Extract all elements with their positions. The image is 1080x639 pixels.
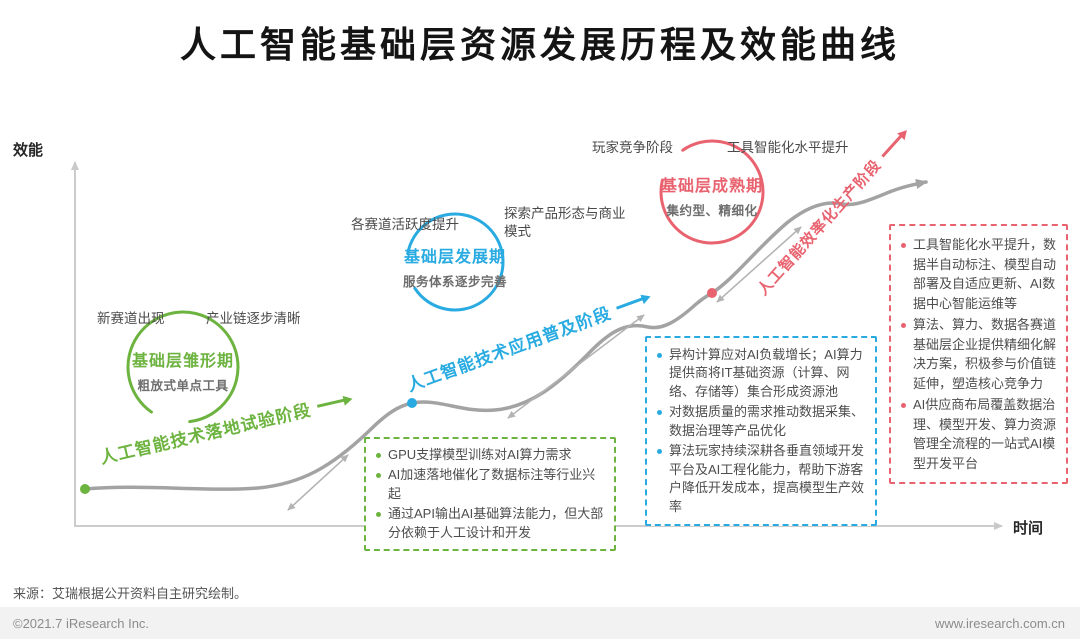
stage3-circle-subtitle: 集约型、精细化 [666,204,758,218]
bullet-item: 通过API输出AI基础算法能力，但大部分依赖于人工设计和开发 [376,505,604,542]
bullet-item: 算法玩家持续深耕各垂直领域开发平台及AI工程化能力，帮助下游客户降低开发成本，提… [657,442,865,516]
stage2-circle-title: 基础层发展期 [403,249,506,266]
bullet-dot-icon [657,353,662,358]
bullet-item: AI加速落地催化了数据标注等行业兴起 [376,466,604,503]
bullet-item: 对数据质量的需求推动数据采集、数据治理等产品优化 [657,403,865,440]
stage1-note-box: GPU支撑模型训练对AI算力需求 AI加速落地催化了数据标注等行业兴起 通过AP… [364,437,616,552]
bullet-dot-icon [657,449,662,455]
bullet-item: AI供应商布局覆盖数据治理、模型开发、算力资源管理全流程的一站式AI模型开发平台 [901,395,1056,473]
page-title: 人工智能基础层资源发展历程及效能曲线 [179,24,900,65]
bullet-dot-icon [376,512,381,518]
bullet-text: 对数据质量的需求推动数据采集、数据治理等产品优化 [669,404,865,438]
bullet-text: 异构计算应对AI负载增长；AI算力提供商将IT基础资源（计算、网络、存储等）集合… [669,347,863,399]
stage2-note-box: 异构计算应对AI负载增长；AI算力提供商将IT基础资源（计算、网络、存储等）集合… [645,336,877,527]
stage2-circle-subtitle: 服务体系逐步完善 [402,275,507,289]
bullet-dot-icon [376,473,381,479]
stage3-circle-title: 基础层成熟期 [660,178,763,195]
bullet-dot-icon [901,243,906,248]
range-arrows [287,226,802,511]
stage2-bullet-list: 异构计算应对AI负载增长；AI算力提供商将IT基础资源（计算、网络、存储等）集合… [657,346,865,516]
bullet-dot-icon [901,403,906,408]
stage3-bullet-list: 工具智能化水平提升，数据半自动标注、模型自动部署及自适应更新、AI数据中心智能运… [901,235,1056,473]
bullet-text: 算法、算力、数据各赛道基础层企业提供精细化解决方案，积极参与价值链延伸，塑造核心… [913,317,1057,391]
bullet-text: AI加速落地催化了数据标注等行业兴起 [388,467,596,501]
efficiency-curve [83,179,928,491]
arrow-right-icon [616,297,644,310]
bullet-dot-icon [376,453,381,458]
stage-dot-2 [407,398,417,408]
stage-dot-3 [707,288,717,298]
website-link[interactable]: www.iresearch.com.cn [934,615,1065,631]
range-arrow-2 [507,314,645,419]
bullet-text: 通过API输出AI基础算法能力，但大部分依赖于人工设计和开发 [388,506,604,540]
stage3-note-box: 工具智能化水平提升，数据半自动标注、模型自动部署及自适应更新、AI数据中心智能运… [889,224,1068,484]
stage2-circle-label: 基础层发展期 服务体系逐步完善 [375,243,535,290]
bullet-dot-icon [901,323,906,328]
range-arrow-3 [716,226,802,303]
stage-ring-2 [405,212,505,312]
stage-ring-1 [126,310,240,424]
x-axis-label: 时间 [1013,520,1044,537]
source-note: 来源：艾瑞根据公开资料自主研究绘制。 [13,586,248,601]
range-arrow-1 [287,454,349,511]
bullet-dot-icon [657,410,662,416]
stage-dot-1 [80,484,90,494]
stage1-circle-subtitle: 粗放式单点工具 [137,379,229,393]
arrow-right-icon [317,398,345,408]
bullet-item: 算法、算力、数据各赛道基础层企业提供精细化解决方案，积极参与价值链延伸，塑造核心… [901,315,1056,393]
stage1-tag-new-track: 新赛道出现 [97,311,165,326]
stage3-tag-competition: 玩家竞争阶段 [592,140,673,155]
bullet-item: 工具智能化水平提升，数据半自动标注、模型自动部署及自适应更新、AI数据中心智能运… [901,235,1056,313]
stage3-circle-label: 基础层成熟期 集约型、精细化 [632,172,792,219]
bullet-text: GPU支撑模型训练对AI算力需求 [388,447,572,462]
stage3-tag-smart-tools: 工具智能化水平提升 [727,140,849,155]
stage-ring-3 [659,139,765,245]
bullet-text: 算法玩家持续深耕各垂直领域开发平台及AI工程化能力，帮助下游客户降低开发成本，提… [669,443,865,514]
y-axis-label: 效能 [13,142,44,159]
bullet-text: 工具智能化水平提升，数据半自动标注、模型自动部署及自适应更新、AI数据中心智能运… [913,237,1057,311]
stage1-tag-industry-chain: 产业链逐步清晰 [206,311,301,326]
bullet-item: 异构计算应对AI负载增长；AI算力提供商将IT基础资源（计算、网络、存储等）集合… [657,346,865,401]
stage1-circle-title: 基础层雏形期 [131,353,234,370]
bullet-text: AI供应商布局覆盖数据治理、模型开发、算力资源管理全流程的一站式AI模型开发平台 [913,397,1057,471]
stage2-tag-activity: 各赛道活跃度提升 [351,217,459,232]
bullet-item: GPU支撑模型训练对AI算力需求 [376,446,604,464]
footer-band: ©2021.7 iResearch Inc. www.iresearch.com… [0,607,1080,639]
stage1-circle-label: 基础层雏形期 粗放式单点工具 [103,347,263,394]
stage1-bullet-list: GPU支撑模型训练对AI算力需求 AI加速落地催化了数据标注等行业兴起 通过AP… [376,446,604,542]
copyright-text: ©2021.7 iResearch Inc. [13,615,150,631]
stage2-tag-explore: 探索产品形态与商业模式 [504,206,626,239]
